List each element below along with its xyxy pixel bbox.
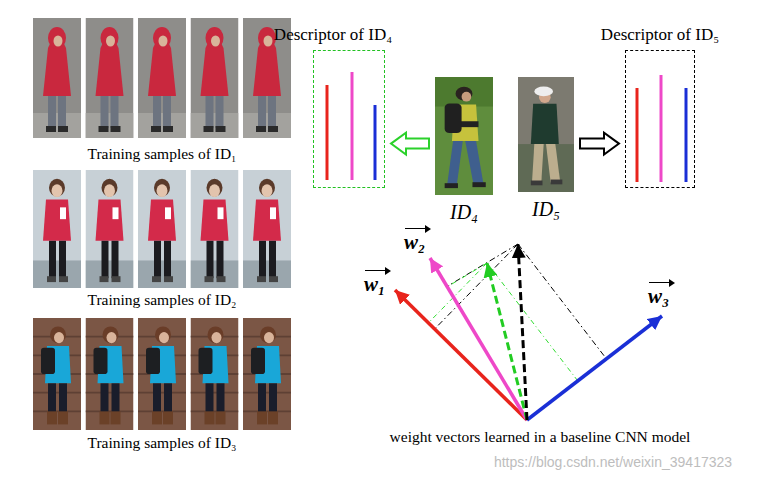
drawing-part [685,88,688,182]
descriptor-box: Descriptor of ID₄ [313,50,385,188]
projection-lines [428,244,606,381]
vector-label: w₃ [648,282,669,308]
drawing-part [527,316,662,420]
drawing-part [33,170,81,288]
watermark: https://blog.csdn.net/weixin_39417323 [494,454,732,470]
figure-caption: weight vectors learned in a baseline CNN… [390,428,691,446]
drawing-part [191,318,239,430]
hollow-arrow [580,133,619,155]
vector-label: w₁ [364,270,385,296]
descriptor-box: Descriptor of ID₅ [625,50,695,188]
drawing-part [374,105,377,180]
drawing-part [138,18,186,138]
drawing-part [138,318,186,430]
drawing-part [86,170,134,288]
vector-label: w₂ [404,228,425,254]
drawing-part [435,244,607,359]
descriptor-heading: Descriptor of ID₄ [274,25,392,45]
drawing-part [518,244,527,420]
identity-label: ID₅ [532,198,560,221]
drawing-part [191,18,239,138]
drawing-part [326,85,329,180]
drawing-part [33,318,81,430]
drawing-part [191,170,239,288]
descriptor-heading: Descriptor of ID₅ [601,25,719,45]
drawing-part [430,258,527,420]
training-photos-2 [33,170,291,288]
drawing-part [636,88,639,182]
training-photos-3 [33,318,291,430]
drawing-part [86,318,134,430]
drawing-part [351,72,354,180]
row-caption: Training samples of ID₃ [87,434,236,452]
person-photo: ID₄ [435,77,493,195]
drawing-part [660,75,663,182]
hollow-arrow [391,133,429,155]
row-caption: Training samples of ID₂ [87,291,236,309]
weight-vectors [395,244,662,420]
query-photo [435,77,493,195]
drawing-part [243,318,291,430]
person-photo: ID₅ [518,77,574,192]
drawing-part [33,18,81,138]
row-caption: Training samples of ID₁ [87,145,236,163]
identity-label: ID₄ [450,201,478,224]
descriptor-bars [327,72,686,182]
training-photos-1 [33,18,291,138]
drawing-part [86,18,134,138]
query-photo [518,77,574,192]
drawing-part [243,170,291,288]
drawing-part [138,170,186,288]
